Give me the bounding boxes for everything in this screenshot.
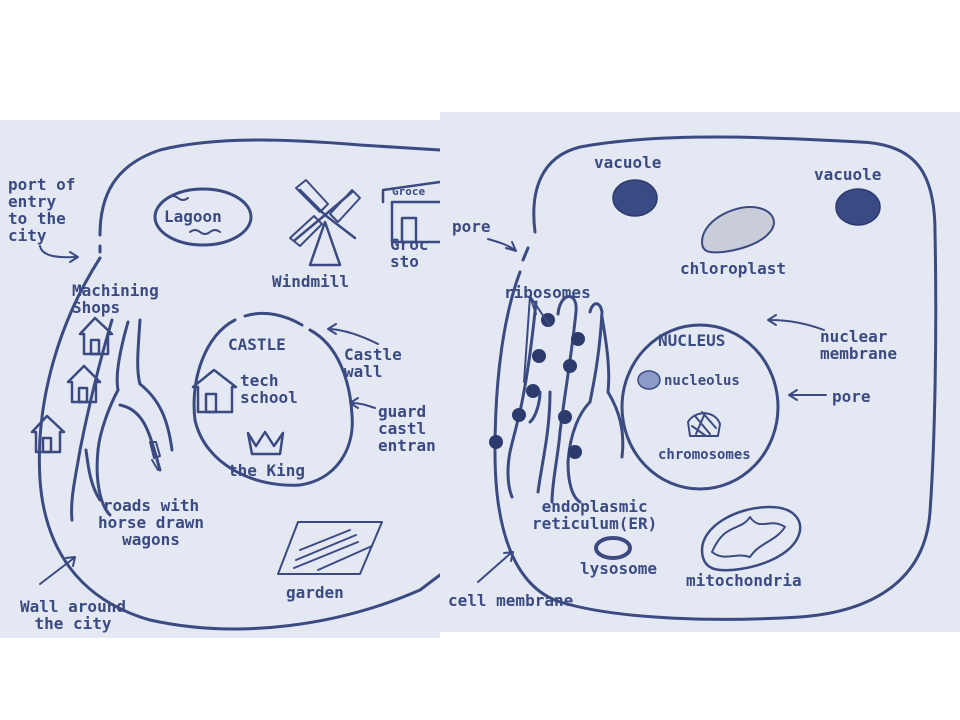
chloroplast-label: chloroplast [680, 259, 786, 278]
vacuole-1-label: vacuole [594, 153, 662, 172]
lagoon-outline [153, 187, 253, 247]
roads-label: roads with horse drawn wagons [98, 496, 204, 549]
king-crown-icon [246, 430, 285, 456]
mitochondria-shape [700, 505, 802, 572]
endoplasmic-reticulum-shape [506, 295, 625, 504]
nucleus-membrane [620, 323, 780, 491]
nucleus-label: NUCLEUS [658, 331, 726, 350]
city-wall-top [98, 138, 440, 237]
vacuole-2-label: vacuole [814, 165, 882, 184]
house-icon-3 [30, 414, 66, 454]
city-wall [37, 256, 440, 631]
ribosome-dots [489, 313, 585, 459]
cell-membrane-gap [521, 246, 530, 262]
machining-shops-label: Machining Shops [72, 281, 159, 317]
horse-wagon-icon [149, 441, 161, 471]
nucleolus-shape [637, 370, 661, 390]
windmill-icon [289, 179, 361, 267]
city-diagram-panel: port of entry to the city Lagoon Windmil… [0, 120, 440, 638]
mitochondria-label: mitochondria [686, 571, 802, 590]
chromosomes-shape [687, 411, 721, 437]
wall-around-city-label: Wall around the city [20, 597, 126, 633]
cell-diagram-panel: vacuole vacuole pore chloroplast ribosom… [440, 112, 960, 632]
ribosomes-label: ribosomes [504, 283, 591, 302]
roads-drawing [70, 318, 174, 522]
ribosome-pointer-lines [523, 295, 551, 383]
windmill-label: Windmill [272, 272, 350, 291]
lagoon-waves-icon [167, 195, 221, 235]
garden-label: garden [286, 583, 344, 602]
vacuole-1-shape [612, 179, 658, 217]
castle-label: CASTLE [228, 335, 286, 354]
house-icon-2 [66, 364, 102, 404]
the-king-label: the King [228, 461, 306, 480]
lagoon-label: Lagoon [164, 207, 222, 226]
nuclear-membrane-label: nuclear membrane [820, 327, 898, 363]
grocery-store-label: Groc sto [390, 236, 429, 270]
vacuole-2-shape [835, 188, 881, 226]
castle-wall [192, 318, 354, 487]
pore-1-label: pore [452, 217, 491, 236]
chloroplast-shape [701, 206, 775, 254]
cell-drawing [477, 135, 938, 621]
house-icon-1 [78, 316, 114, 356]
tech-school-label: tech school [240, 371, 298, 407]
castle-wall-top [243, 311, 304, 327]
guards-label: guard castl entran [378, 403, 436, 454]
nucleolus-label: nucleolus [664, 373, 740, 389]
arrows [477, 238, 827, 583]
tech-school-icon [191, 368, 238, 414]
arrows [39, 245, 379, 585]
pore-2-label: pore [832, 387, 871, 406]
grocery-store-icon [381, 180, 440, 244]
cell-membrane [493, 135, 938, 621]
city-drawing [30, 138, 440, 631]
castle-wall-label: Castle wall [344, 345, 402, 381]
garden-icon [277, 521, 383, 575]
port-of-entry-label: port of entry to the city [8, 175, 76, 245]
lysosome-label: lysosome [580, 559, 658, 578]
chromosomes-label: chromosomes [658, 447, 751, 463]
lysosome-shape [594, 536, 632, 560]
cell-membrane-label: cell membrane [448, 591, 574, 610]
er-label: endoplasmic reticulum(ER) [532, 497, 658, 533]
grocery-sign-label: Groce [392, 185, 426, 198]
